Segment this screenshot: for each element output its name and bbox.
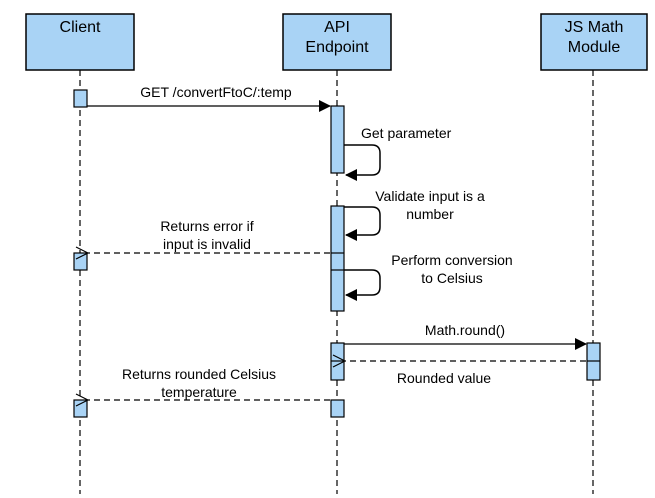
message-math-round-label: Math.round() — [425, 322, 505, 338]
message-get-request-label: GET /convertFtoC/:temp — [140, 84, 292, 100]
activation-api-1 — [330, 105, 345, 174]
message-returns-error[interactable]: Returns error if input is invalid — [88, 218, 330, 253]
message-error-label-line2: input is invalid — [163, 236, 251, 252]
message-error-label-line1: Returns error if — [160, 218, 253, 234]
participant-client-label: Client — [60, 19, 101, 36]
message-get-parameter[interactable]: Get parameter — [344, 125, 452, 181]
message-celsius-label-line1: Returns rounded Celsius — [122, 366, 276, 382]
message-conversion-label-line2: to Celsius — [421, 270, 482, 286]
message-math-round[interactable]: Math.round() — [344, 322, 587, 350]
participant-math-label-line1: JS Math — [565, 19, 624, 36]
participant-api-label-line1: API — [324, 19, 350, 36]
message-validate-label-line1: Validate input is a — [375, 188, 485, 204]
participant-api-endpoint[interactable]: API Endpoint — [282, 13, 392, 71]
message-conversion-label-line1: Perform conversion — [391, 252, 512, 268]
message-validate-input[interactable]: Validate input is a number — [344, 188, 485, 241]
message-rounded-value[interactable]: Rounded value — [345, 361, 586, 386]
message-rounded-value-label: Rounded value — [397, 370, 491, 386]
message-get-parameter-label: Get parameter — [361, 125, 452, 141]
message-returns-celsius[interactable]: Returns rounded Celsius temperature — [88, 366, 330, 400]
participant-api-label-line2: Endpoint — [305, 39, 369, 56]
participant-client[interactable]: Client — [25, 13, 135, 71]
activation-client-1 — [73, 89, 88, 108]
participant-math-label-line2: Module — [568, 39, 621, 56]
message-celsius-label-line2: temperature — [161, 384, 237, 400]
activation-api-2 — [330, 205, 345, 312]
activation-client-2 — [73, 252, 88, 271]
message-get-request[interactable]: GET /convertFtoC/:temp — [87, 84, 331, 112]
message-perform-conversion[interactable]: Perform conversion to Celsius — [344, 252, 513, 301]
message-validate-label-line2: number — [406, 206, 454, 222]
activation-api-4 — [330, 399, 345, 418]
participant-js-math-module[interactable]: JS Math Module — [540, 13, 648, 71]
activation-client-3 — [73, 399, 88, 418]
